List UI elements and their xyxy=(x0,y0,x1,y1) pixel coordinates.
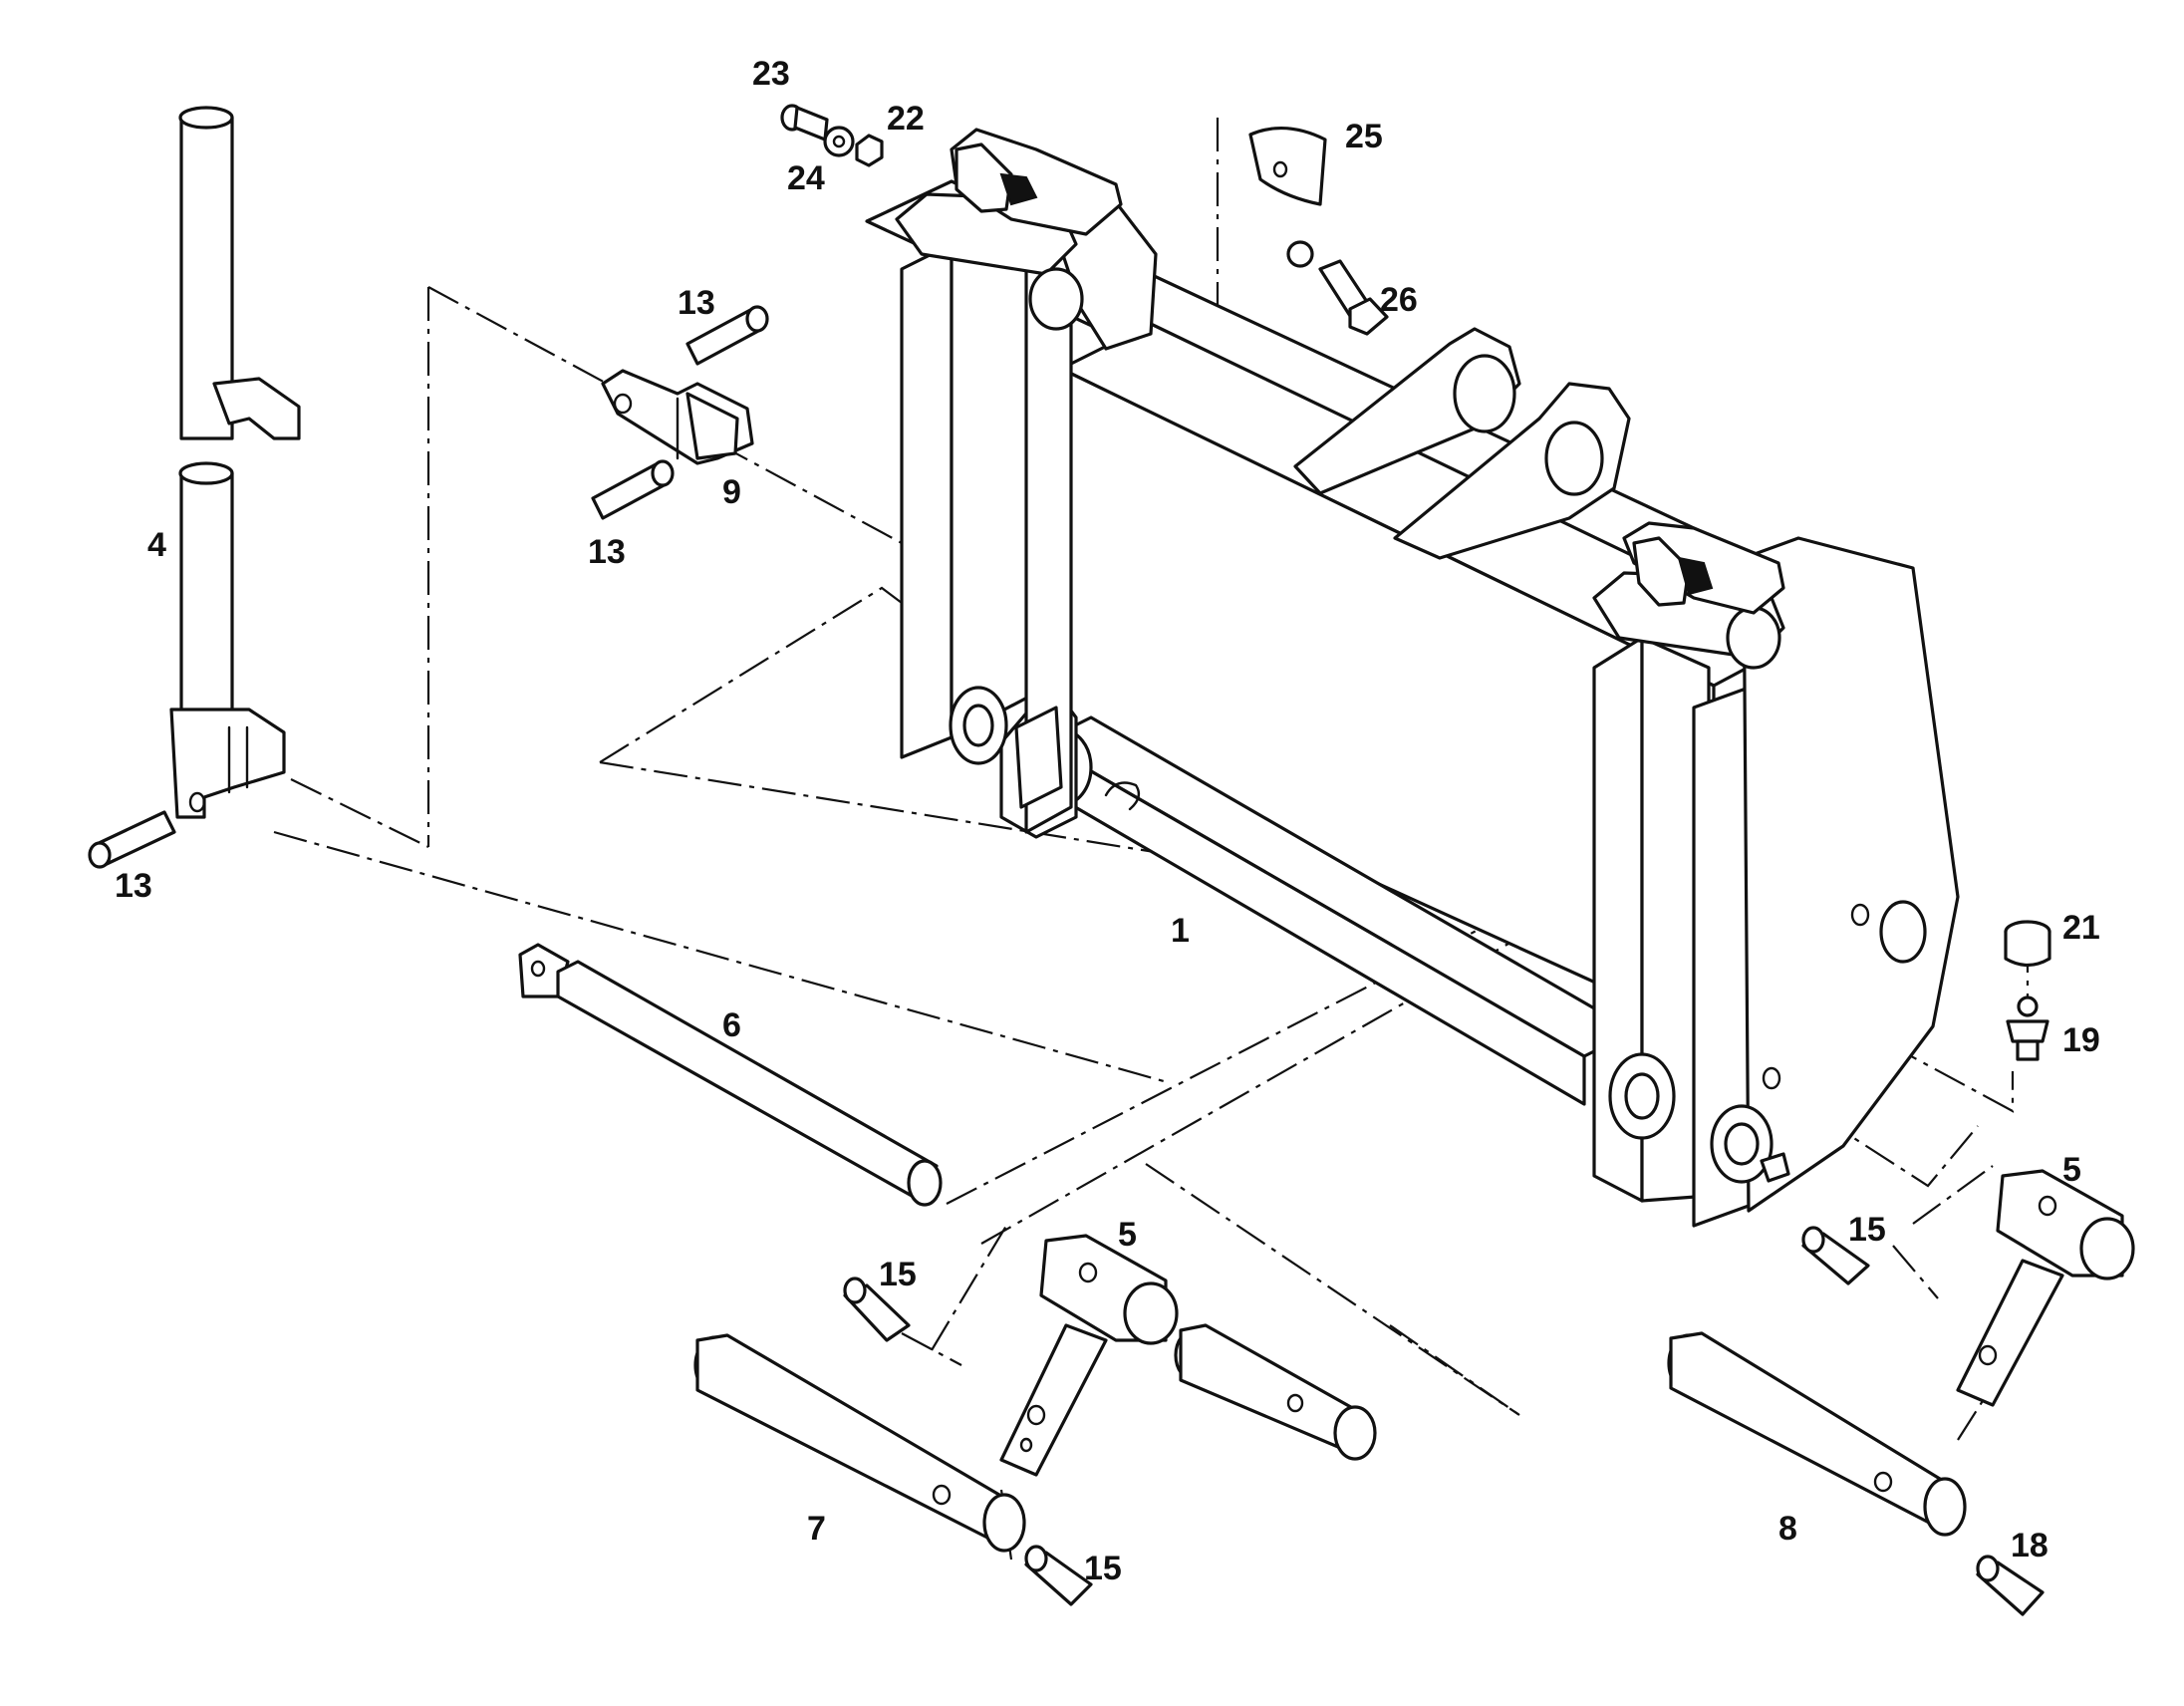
roll-pin-13-c xyxy=(88,810,176,869)
pin-part-7 xyxy=(693,1333,1026,1553)
lock-washer-part-26 xyxy=(1286,240,1314,268)
callout-15-a: 15 xyxy=(879,1256,917,1293)
cover-plate-part-24 xyxy=(1248,126,1327,206)
callout-5-left: 5 xyxy=(1118,1216,1137,1254)
callout-23: 24 xyxy=(787,159,825,197)
callout-21: 22 xyxy=(887,100,925,138)
main-frame-part-1 xyxy=(865,128,1960,1228)
link-arm-part-5-right xyxy=(1956,1169,2135,1407)
callout-15-b: 15 xyxy=(1084,1550,1122,1587)
callout-labels: 1 4 5 5 6 7 8 9 13 13 13 15 15 15 18 19 … xyxy=(115,55,2100,1587)
callout-1: 1 xyxy=(1171,912,1190,950)
link-arm-part-5-left xyxy=(999,1234,1179,1477)
bolt-part-25 xyxy=(1318,259,1389,336)
callout-24: 25 xyxy=(1345,118,1383,155)
pin-part-8 xyxy=(1667,1331,1967,1537)
callout-9: 9 xyxy=(722,473,741,511)
lock-handle-part-4 xyxy=(169,106,301,819)
callout-7: 7 xyxy=(807,1510,826,1548)
callout-6: 6 xyxy=(722,1006,741,1044)
clevis-part-9 xyxy=(601,369,754,465)
callout-15-c: 15 xyxy=(1848,1211,1886,1249)
short-pin xyxy=(1174,1323,1377,1461)
long-pin-part-6 xyxy=(518,943,943,1207)
roll-pin-15-c xyxy=(1801,1226,1870,1285)
washer-part-23 xyxy=(823,126,855,157)
callout-13-c: 13 xyxy=(115,867,152,905)
roll-pins-part-15 xyxy=(843,1226,2045,1616)
callout-13-a: 13 xyxy=(678,284,715,322)
callout-13-b: 13 xyxy=(588,533,626,571)
grease-nipple-part-18 xyxy=(2006,995,2049,1061)
roll-pin-13-a xyxy=(685,305,769,366)
callout-4: 4 xyxy=(147,526,166,564)
roll-pins-part-13 xyxy=(88,305,769,869)
callout-5-right: 5 xyxy=(2062,1151,2081,1189)
callout-18: 19 xyxy=(2062,1021,2100,1059)
roll-pin-15-b xyxy=(1024,1545,1093,1606)
nut-part-21 xyxy=(855,134,884,167)
callout-15-d: 18 xyxy=(2011,1527,2048,1564)
roll-pin-15-a xyxy=(843,1277,911,1342)
callout-22: 23 xyxy=(752,55,790,93)
callout-8: 8 xyxy=(1778,1510,1797,1548)
callout-19: 21 xyxy=(2062,909,2100,947)
callout-25: 26 xyxy=(1380,281,1418,319)
cap-part-19 xyxy=(2004,920,2051,968)
roll-pin-15-d xyxy=(1976,1555,2045,1616)
roll-pin-13-b xyxy=(591,459,675,520)
bolt-part-22 xyxy=(780,104,829,142)
